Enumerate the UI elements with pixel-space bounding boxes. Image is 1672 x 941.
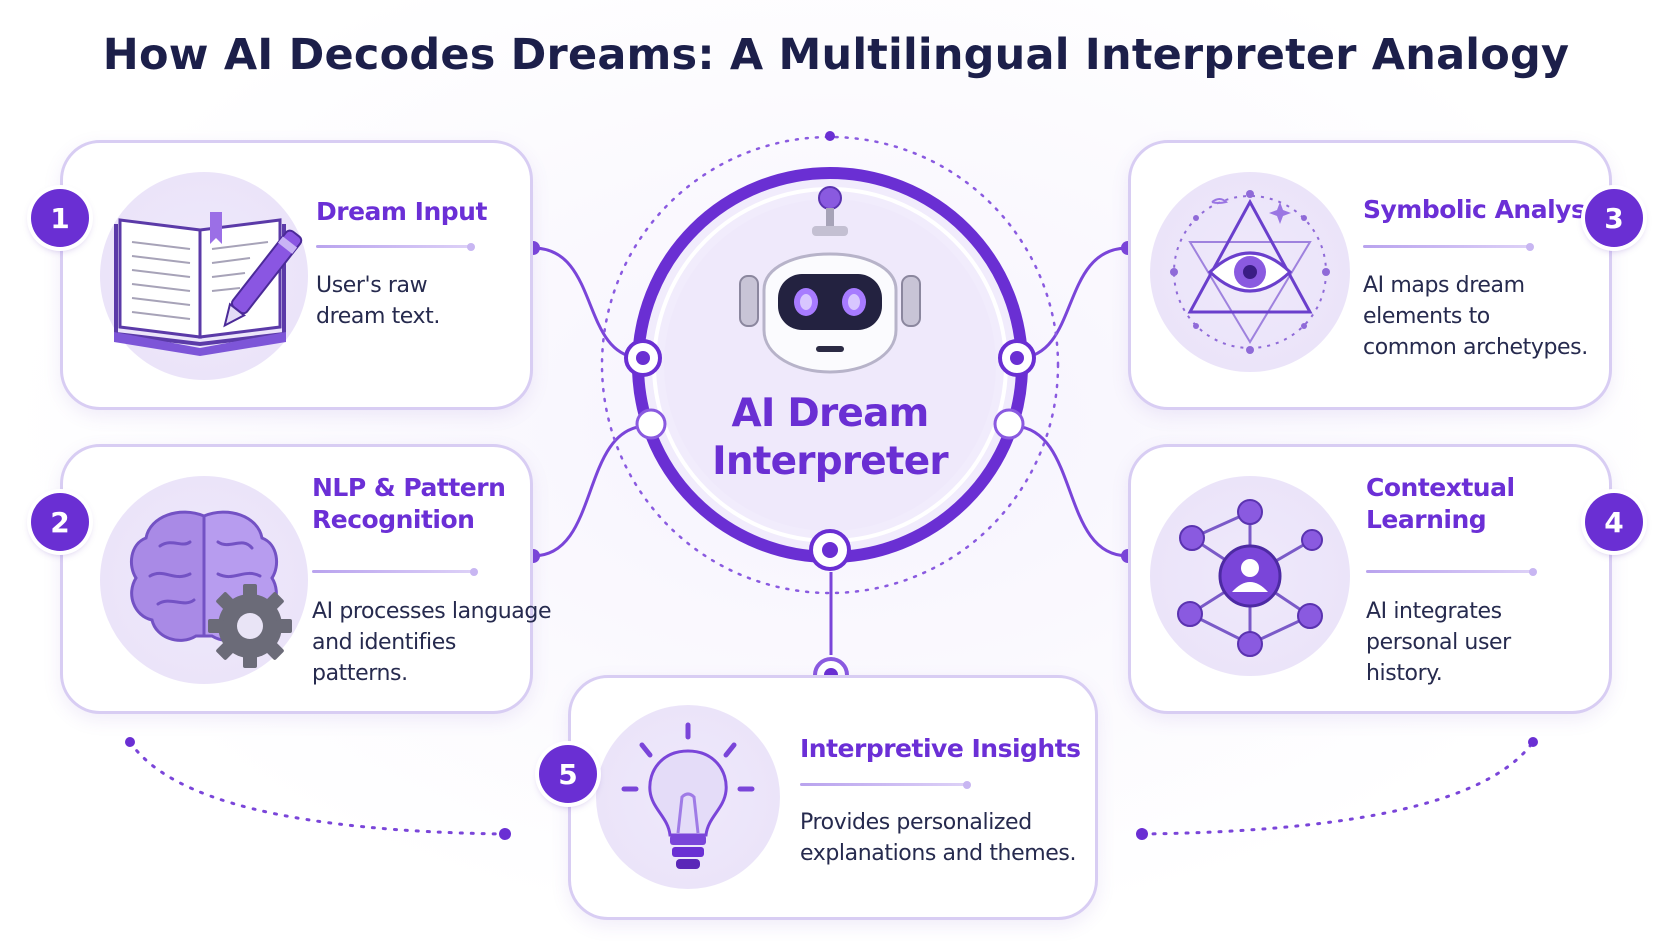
lightbulb-icon <box>621 722 755 869</box>
center-hub <box>595 130 1065 600</box>
step-2-divider <box>312 567 478 576</box>
step-2-badge: 2 <box>31 493 89 551</box>
step-1-icon-circle <box>100 172 308 380</box>
page-title: How AI Decodes Dreams: A Multilingual In… <box>102 30 1570 80</box>
step-5-icon-circle <box>596 705 780 889</box>
step-3-title: Symbolic Analysis <box>1363 195 1608 224</box>
eye-triangle-icon <box>1170 190 1330 354</box>
robot-icon <box>739 186 921 374</box>
step-4-badge: 4 <box>1585 493 1643 551</box>
step-5-title: Interpretive Insights <box>800 734 1081 763</box>
step-1-badge: 1 <box>31 189 89 247</box>
brain-gear-icon <box>129 510 292 668</box>
step-2-icon-circle <box>100 476 308 684</box>
step-1-divider <box>316 242 475 251</box>
step-4-divider <box>1366 567 1537 576</box>
step-3-divider <box>1363 242 1534 251</box>
user-network-icon <box>1177 499 1323 657</box>
step-3-icon-circle <box>1150 172 1350 372</box>
step-5-badge: 5 <box>539 745 597 803</box>
step-4-icon-circle <box>1150 476 1350 676</box>
step-5-divider <box>800 780 971 789</box>
step-1-title: Dream Input <box>316 197 487 226</box>
open-book-pen-icon <box>114 212 303 356</box>
step-3-badge: 3 <box>1585 189 1643 247</box>
